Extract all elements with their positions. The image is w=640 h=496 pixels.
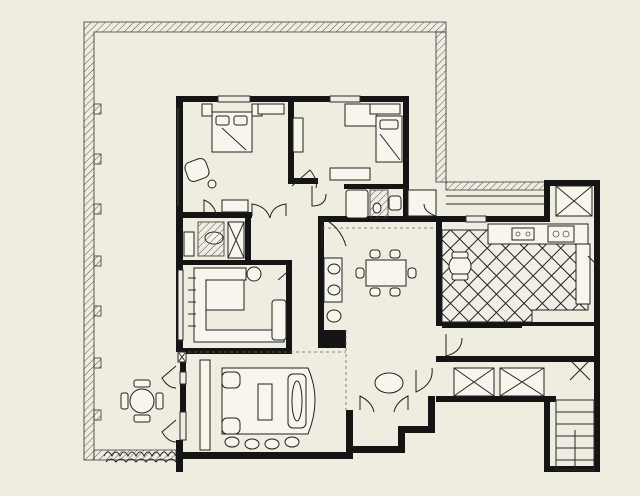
- terrace: [83, 21, 549, 463]
- terrace-parapet-top: [83, 21, 447, 461]
- stair: [555, 399, 595, 471]
- planter-shrubs: [103, 451, 177, 463]
- patio-table-set: [120, 379, 164, 423]
- sofa-chair-left: [221, 371, 241, 435]
- living: [177, 330, 347, 451]
- kitchen: [441, 223, 601, 323]
- windows: [177, 95, 487, 441]
- foyer: [359, 334, 463, 413]
- parapet-piers: [93, 103, 102, 421]
- armchair-1: [184, 158, 217, 189]
- dining-table: [365, 259, 407, 287]
- doors: [161, 169, 437, 443]
- coffee-table: [257, 383, 273, 421]
- bathroom-1: [183, 221, 245, 259]
- laundry: [453, 359, 591, 397]
- dining: [321, 217, 436, 323]
- bedroom-2: [292, 103, 403, 181]
- corner-closet: [446, 185, 593, 217]
- bathroom-2: [344, 184, 437, 219]
- side-stools: [224, 436, 300, 450]
- balcony-parapet: [445, 181, 549, 191]
- terrace-parapet-right: [435, 31, 447, 183]
- den: [188, 266, 287, 343]
- bedroom-1: [177, 103, 285, 213]
